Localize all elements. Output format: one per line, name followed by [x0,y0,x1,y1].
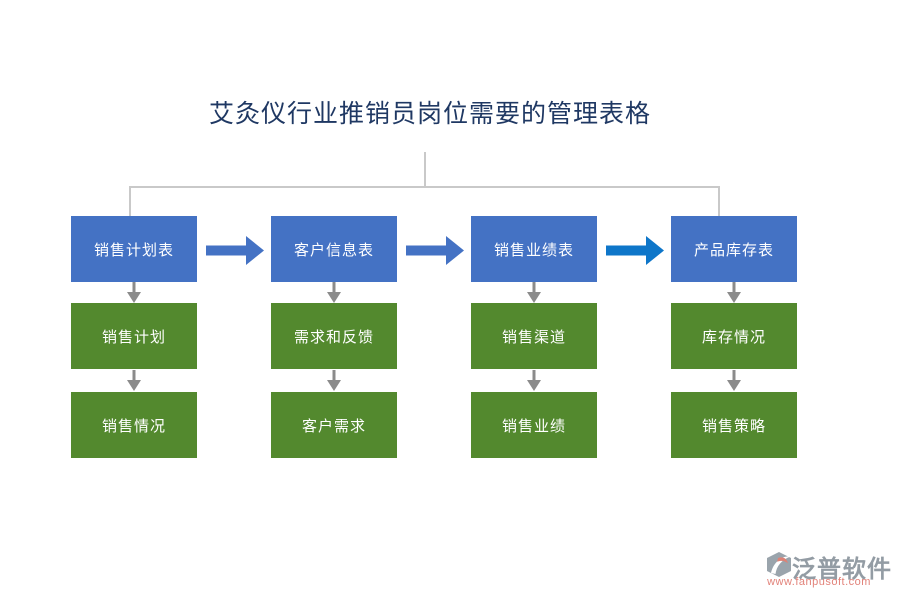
right-arrow-icon [406,236,464,265]
flow-box-label: 销售计划 [101,328,166,346]
fanpu-logo-icon [767,552,791,577]
connector-line-vertical-center [424,152,426,188]
down-arrow-icon [727,370,741,391]
down-arrow-icon [127,282,141,303]
connector-line-vertical-right [718,186,720,217]
flow-box-item-3-1: 销售渠道 [471,303,597,369]
flow-box-label: 销售渠道 [501,328,566,346]
flow-box-item-4-2: 销售策略 [671,392,797,458]
flow-box-label: 库存情况 [701,328,766,346]
flow-box-label: 产品库存表 [693,241,774,259]
fanpu-logo-url: www.fanpusoft.com [767,576,871,588]
flow-box-item-4-1: 库存情况 [671,303,797,369]
flow-box-item-1-2: 销售情况 [71,392,197,458]
flow-box-label: 销售业绩 [501,417,566,435]
flow-box-item-2-2: 客户需求 [271,392,397,458]
flow-box-label: 销售业绩表 [493,241,574,259]
flow-box-label: 销售情况 [101,417,166,435]
flow-box-item-1-1: 销售计划 [71,303,197,369]
flow-box-header-4: 产品库存表 [671,216,797,282]
down-arrow-icon [527,370,541,391]
flow-box-label: 客户信息表 [293,241,374,259]
flow-box-label: 销售策略 [701,417,766,435]
flow-box-label: 客户需求 [301,417,366,435]
flow-box-label: 销售计划表 [93,241,174,259]
fanpu-logo-text: 泛普软件 [792,557,892,583]
flow-box-header-2: 客户信息表 [271,216,397,282]
flow-box-item-3-2: 销售业绩 [471,392,597,458]
connector-line-horizontal [129,186,720,188]
down-arrow-icon [327,282,341,303]
down-arrow-icon [727,282,741,303]
connector-line-vertical-left [129,186,131,217]
flow-box-label: 需求和反馈 [293,328,374,346]
flow-box-header-3: 销售业绩表 [471,216,597,282]
flow-box-item-2-1: 需求和反馈 [271,303,397,369]
down-arrow-icon [527,282,541,303]
down-arrow-icon [327,370,341,391]
page-title: 艾灸仪行业推销员岗位需要的管理表格 [208,101,651,128]
down-arrow-icon [127,370,141,391]
flow-box-header-1: 销售计划表 [71,216,197,282]
right-arrow-icon [606,236,664,265]
right-arrow-icon [206,236,264,265]
